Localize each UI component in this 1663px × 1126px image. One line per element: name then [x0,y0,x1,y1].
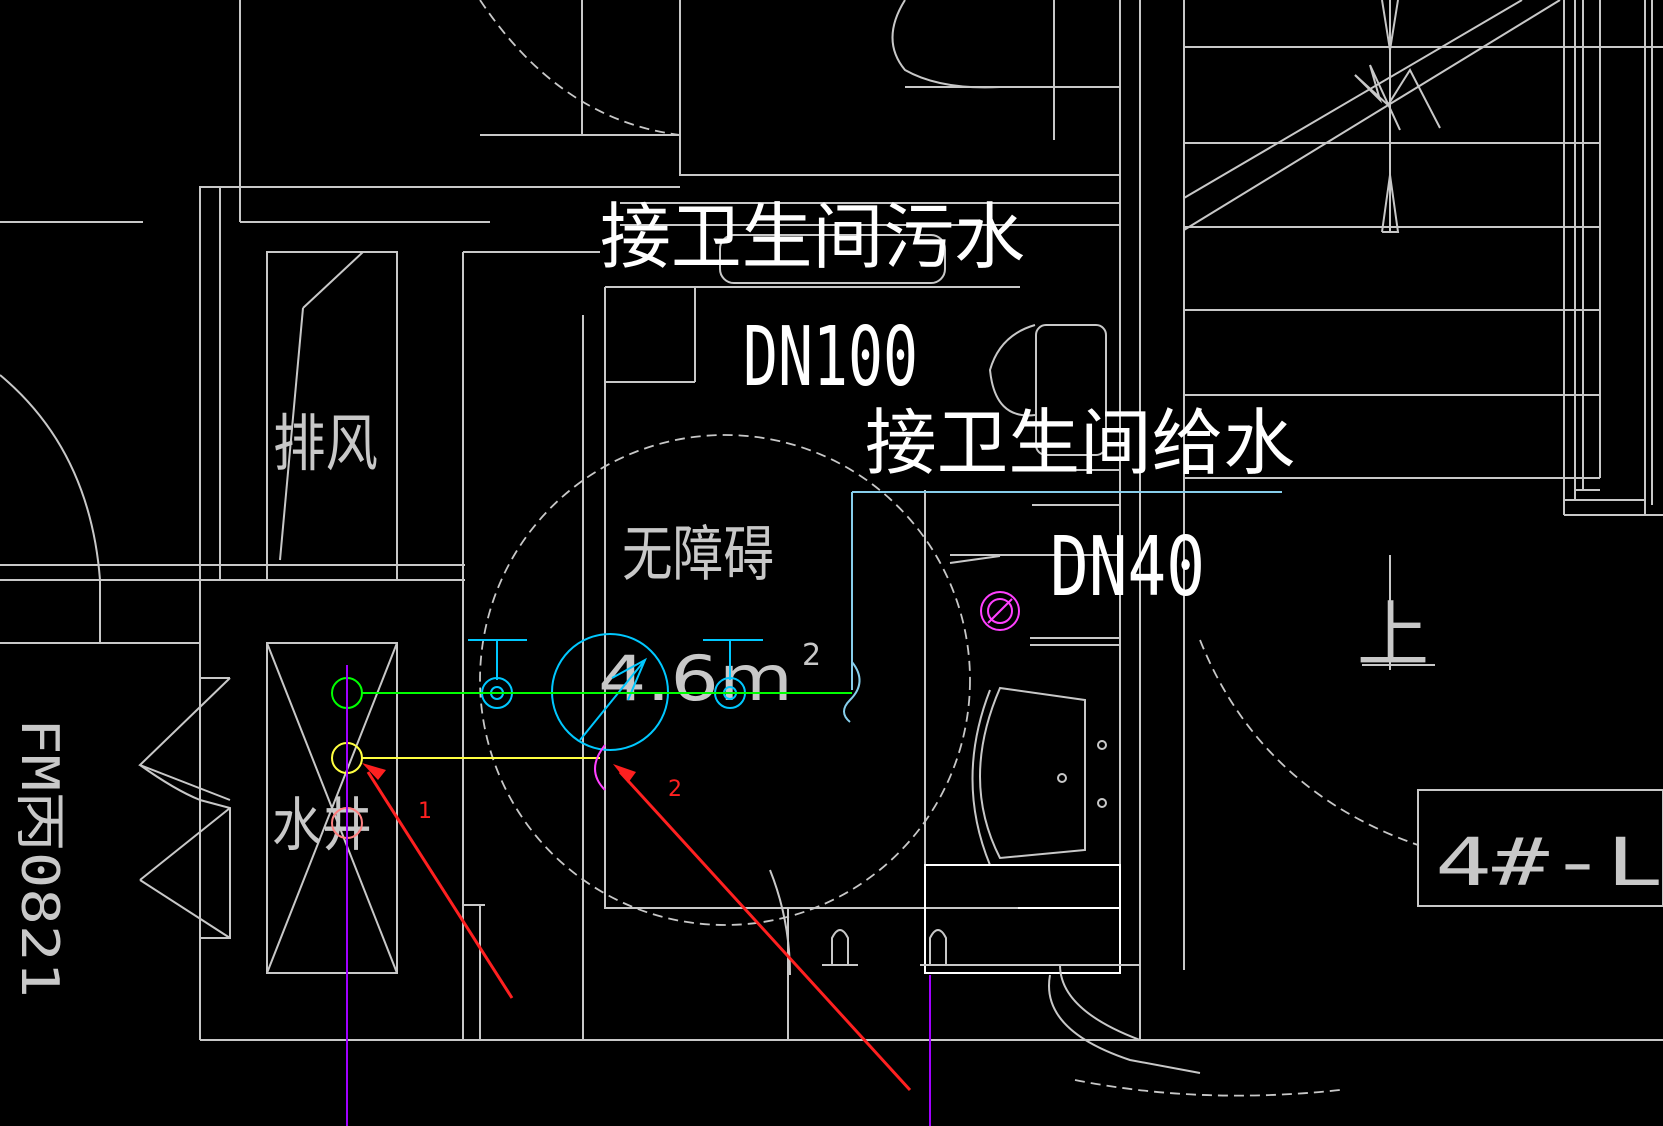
water-shaft-label: 水井 [272,791,372,859]
accessible-turning-circle [479,434,971,926]
supply-pipe-size: DN40 [1050,520,1205,615]
purple-risers [346,665,931,1126]
door-swing-arc-top [479,0,681,136]
supply-connection-label: 接卫生间给水 [865,401,1295,485]
supply-pipe-end-cap [843,661,861,723]
sewage-connection-label: 接卫生间污水 [600,195,1025,279]
door-tag-label: FM丙0821 [9,718,69,998]
stair-up-label: 上 [1357,593,1429,677]
labels: 接卫生间污水 DN100 接卫生间给水 DN40 排风 无障碍 4.6m 2 水… [9,195,1663,998]
fixture-diagonal [579,659,646,741]
sewage-pipe-size: DN100 [743,310,918,405]
magenta-drains [594,591,1020,791]
marker-2-label: 2 [668,777,682,802]
arrow-1-shaft [366,771,514,999]
supply-pipe [843,491,1282,723]
marker-1-label: 1 [418,799,432,824]
accessible-label: 无障碍 [622,520,774,590]
floor-drain-circle [980,591,1020,631]
arrow-2-head [613,764,636,783]
arrow-1-head [362,763,386,780]
arrow-2-shaft [618,770,912,1092]
area-superscript: 2 [802,638,821,673]
red-annotations: 1 2 [362,763,912,1092]
area-label: 4.6m [598,642,793,715]
door-swing-arc-bottom [1074,1079,1341,1097]
dashed-arcs [479,0,1419,1097]
exhaust-shaft-label: 排风 [273,407,378,480]
door-swing-arc-right [1199,639,1419,846]
room-tag-label: 4#-L [1435,824,1663,901]
magenta-trap [594,744,606,791]
